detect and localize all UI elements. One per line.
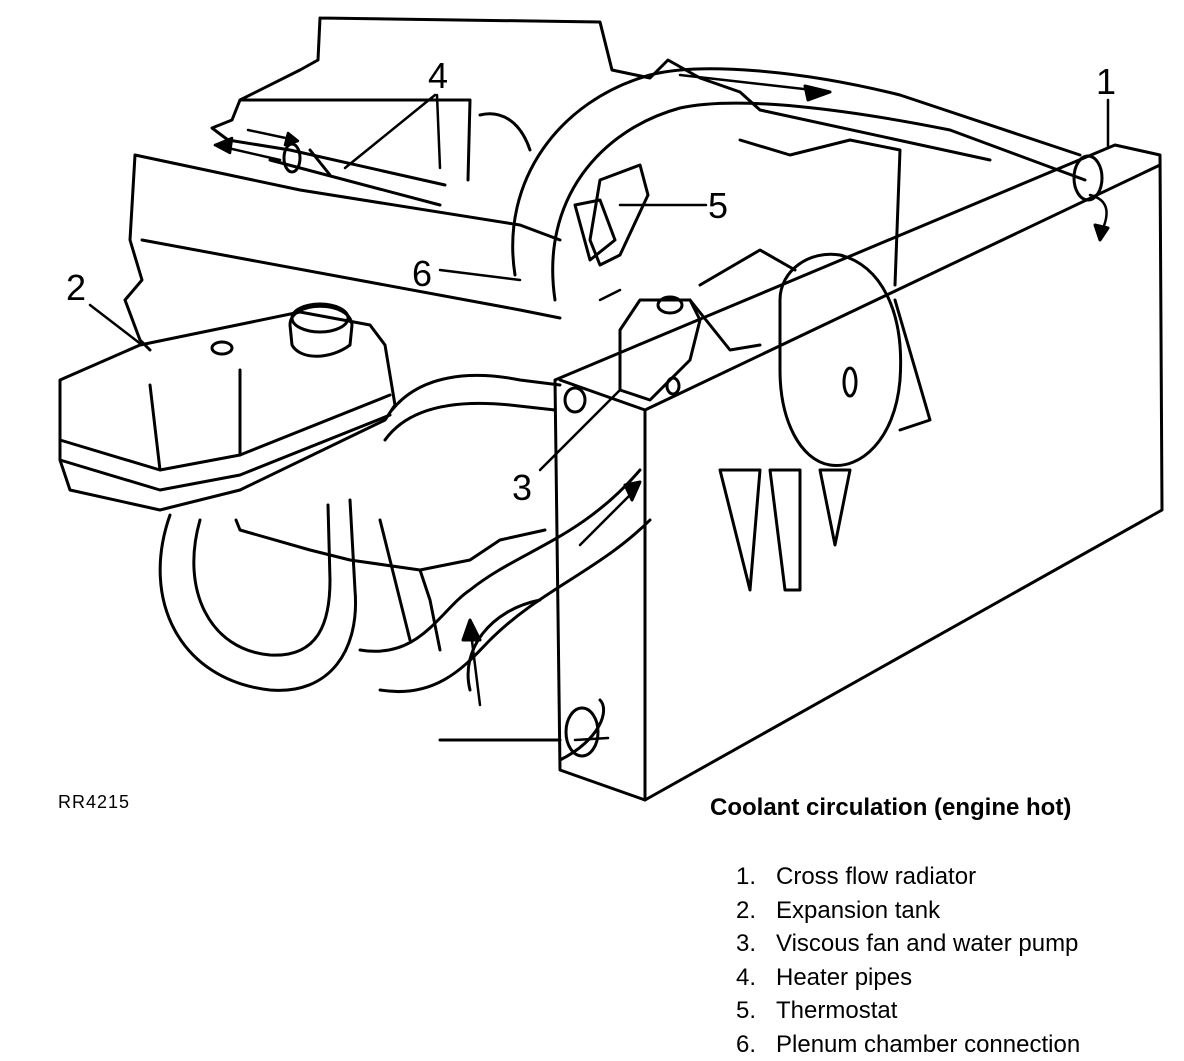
radiator (555, 145, 1162, 800)
viscous-fan (620, 140, 930, 590)
callout-1: 1 (1096, 61, 1116, 102)
legend-number: 6. (736, 1028, 776, 1061)
legend-text: Plenum chamber connection (776, 1031, 1080, 1058)
legend-item: 1.Cross flow radiator (736, 860, 1080, 894)
legend-item: 5.Thermostat (736, 994, 1080, 1028)
legend-item: 4.Heater pipes (736, 961, 1080, 995)
callout-2: 2 (66, 267, 86, 308)
legend-item: 2.Expansion tank (736, 894, 1080, 928)
legend-text: Cross flow radiator (776, 863, 976, 890)
thermostat-assembly (480, 114, 648, 265)
callout-4: 4 (428, 55, 448, 96)
legend-text: Viscous fan and water pump (776, 930, 1078, 957)
component-legend: 1.Cross flow radiator 2.Expansion tank 3… (736, 860, 1080, 1061)
callout-5: 5 (708, 185, 728, 226)
expansion-tank (60, 304, 395, 510)
legend-text: Thermostat (776, 997, 897, 1024)
figure-reference: RR4215 (58, 792, 130, 812)
callout-6: 6 (412, 253, 432, 294)
legend-text: Heater pipes (776, 964, 912, 991)
tank-lower-hose (160, 500, 355, 690)
legend-text: Expansion tank (776, 897, 940, 924)
callout-3: 3 (512, 467, 532, 508)
legend-item: 3.Viscous fan and water pump (736, 927, 1080, 961)
legend-number: 5. (736, 994, 776, 1028)
legend-number: 3. (736, 927, 776, 961)
figure-caption: Coolant circulation (engine hot) (710, 794, 1071, 822)
legend-number: 1. (736, 860, 776, 894)
legend-number: 4. (736, 961, 776, 995)
legend-item: 6.Plenum chamber connection (736, 1028, 1080, 1061)
legend-number: 2. (736, 894, 776, 928)
